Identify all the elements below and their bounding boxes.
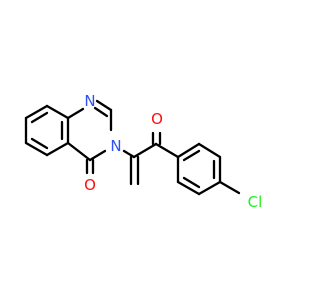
atom-label-o-ketone: O — [151, 110, 163, 128]
bond-c5-c6-inner — [30, 137, 49, 150]
atom-label-n3: N — [110, 137, 121, 155]
bond-ar4-ar5 — [197, 180, 222, 196]
atom-label-cl: Cl — [248, 193, 263, 211]
bond-c8a-n1 — [66, 107, 85, 120]
atom-label-n1: N — [84, 92, 95, 110]
molecule-canvas: N N O O Cl — [24, 92, 263, 211]
atom-label-o-ring: O — [84, 176, 96, 194]
bond-ar1-ar2-inner — [182, 149, 201, 162]
bond-n3-c4 — [88, 149, 107, 162]
bond-c4-c4a — [66, 141, 92, 162]
bond-ccarbonyl-ar — [154, 142, 180, 159]
bond-n1-c2 — [95, 99, 113, 112]
bond-calpha-ccarbonyl — [132, 142, 158, 159]
bond-ar5-ar6 — [176, 180, 201, 196]
bond-ar2-ar3 — [197, 142, 222, 159]
bond-c5-c6 — [24, 141, 49, 157]
bond-c4a-c5 — [45, 141, 70, 157]
bond-ar4-cl — [218, 180, 241, 195]
bond-n3-calpha — [122, 149, 136, 159]
chemical-structure-diagram: N N O O Cl — [24, 92, 263, 211]
bond-ar1-ar2 — [176, 142, 201, 159]
bond-c7-c8 — [24, 104, 49, 120]
bond-c7-c8-inner — [30, 111, 49, 124]
bond-n1-c2-inner — [93, 106, 109, 118]
bond-ar5-ar6-inner — [182, 176, 201, 189]
bond-c8-c8a — [45, 104, 70, 120]
